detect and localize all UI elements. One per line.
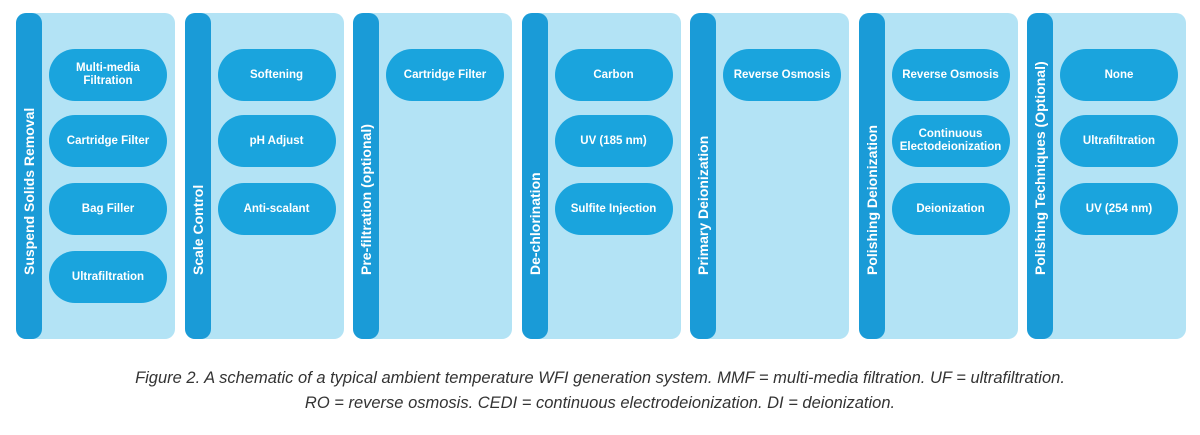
caption-line-1: Figure 2. A schematic of a typical ambie… [135,369,1065,387]
process-step-reverse-osmosis: Reverse Osmosis [723,49,841,101]
stage-primary-deionization: Primary Deionization Reverse Osmosis [690,13,849,339]
stage-title: Suspend Solids Removal [21,107,37,275]
process-step-cartridge-filter: Cartridge Filter [386,49,504,101]
process-step-ultrafiltration: Ultrafiltration [1060,115,1178,167]
stage-de-chlorination: De-chlorination Carbon UV (185 nm) Sulfite … [521,13,681,339]
stage-title: Pre-filtration (optional) [358,124,374,275]
stage-title-bar: De-chlorination [521,13,548,339]
stage-title-bar: Polishing Techniques (Optional) [1027,13,1053,339]
process-step-softening: Softening [217,49,336,101]
process-step-anti-scalant: Anti-scalant [217,183,336,235]
stage-title-bar: Scale Control [184,13,211,339]
process-step-uv-254-nm: UV (254 nm) [1060,183,1178,235]
stage-title-bar: Primary Deionization [690,13,716,339]
process-step-none: None [1060,49,1178,101]
stage-title: Polishing Deionization [863,124,880,275]
stage-title-bar: Polishing Deionization [858,13,885,339]
process-step-bag-filler: Bag Filler [49,183,167,235]
process-step-cartridge-filter: Cartridge Filter [49,115,167,167]
process-step-carbon: Carbon [554,49,673,101]
stage-title: De-chlorination [526,172,543,275]
process-step-continuous-electodeionization: Continuous Electodeionization [891,115,1010,167]
process-step-deionization: Deionization [891,183,1010,235]
figure-caption: Figure 2. A schematic of a typical ambie… [0,366,1200,416]
wfi-process-diagram: Suspend Solids Removal Multi-media Filtra… [16,13,1186,339]
stage-title-bar: Suspend Solids Removal [16,13,42,339]
process-step-multi-media-filtration: Multi-media Filtration [49,49,167,101]
stage-suspend-solids-removal: Suspend Solids Removal Multi-media Filtra… [16,13,175,339]
process-step-sulfite-injection: Sulfite Injection [554,183,673,235]
stage-title: Primary Deionization [695,135,711,275]
stage-pre-filtration-optional: Pre-filtration (optional) Cartridge Filte… [353,13,512,339]
caption-line-2: RO = reverse osmosis. CEDI = continuous … [304,394,896,412]
stage-title: Polishing Techniques (Optional) [1032,61,1048,275]
stage-title-bar: Pre-filtration (optional) [353,13,379,339]
process-step-ultrafiltration: Ultrafiltration [49,251,167,303]
stage-title: Scale Control [189,184,206,275]
process-step-ph-adjust: pH Adjust [217,115,336,167]
process-step-reverse-osmosis: Reverse Osmosis [891,49,1010,101]
process-step-uv-185-nm: UV (185 nm) [554,115,673,167]
